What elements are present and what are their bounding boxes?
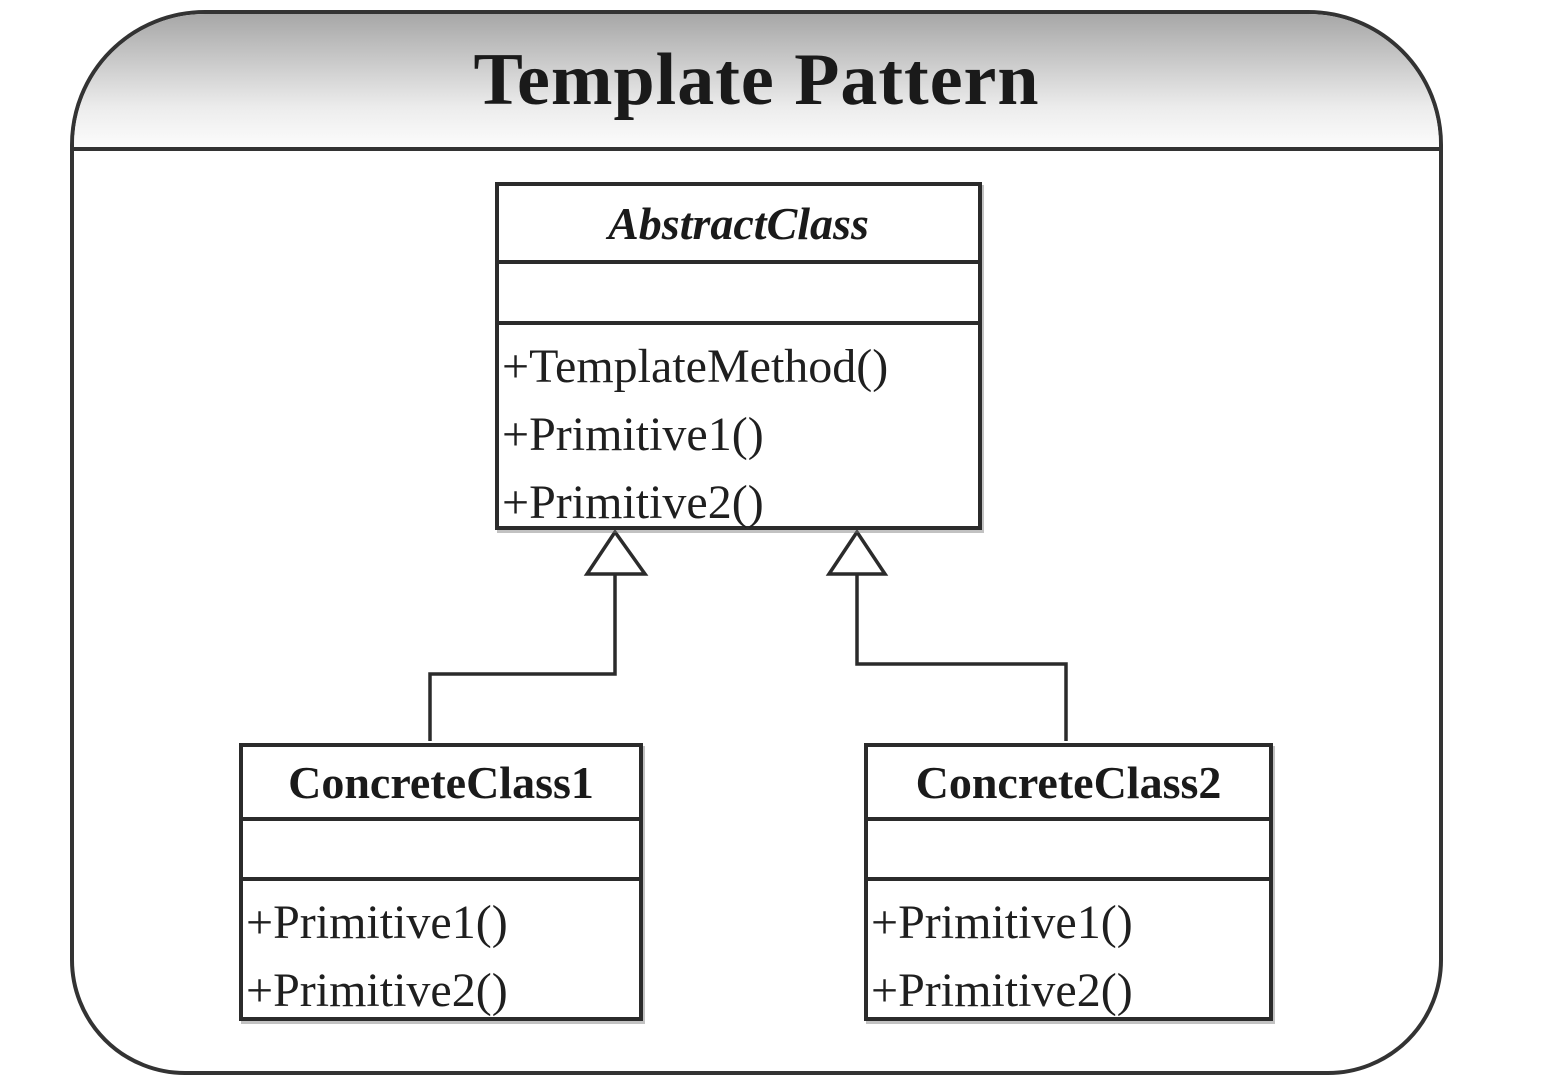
- class-box-concreteclass1: ConcreteClass1 +Primitive1() +Primitive2…: [239, 743, 643, 1021]
- class-attributes-section: [499, 264, 978, 325]
- method-item: +Primitive2(): [502, 476, 764, 529]
- class-box-abstractclass: AbstractClass +TemplateMethod() +Primiti…: [495, 182, 982, 530]
- class-name: ConcreteClass1: [243, 747, 639, 821]
- class-name: ConcreteClass2: [868, 747, 1269, 821]
- method-item: +Primitive2(): [246, 964, 508, 1017]
- method-item: +Primitive2(): [871, 964, 1133, 1017]
- method-item: +Primitive1(): [502, 408, 764, 461]
- class-name: AbstractClass: [499, 186, 978, 264]
- class-methods-section: +TemplateMethod() +Primitive1() +Primiti…: [499, 325, 978, 537]
- method-item: +Primitive1(): [246, 896, 508, 949]
- diagram-title: Template Pattern: [473, 39, 1040, 121]
- class-box-concreteclass2: ConcreteClass2 +Primitive1() +Primitive2…: [864, 743, 1273, 1021]
- pattern-header-band: Template Pattern: [74, 14, 1439, 151]
- class-methods-section: +Primitive1() +Primitive2(): [868, 881, 1269, 1025]
- class-attributes-section: [243, 821, 639, 881]
- method-item: +Primitive1(): [871, 896, 1133, 949]
- method-item: +TemplateMethod(): [502, 340, 889, 393]
- class-attributes-section: [868, 821, 1269, 881]
- class-methods-section: +Primitive1() +Primitive2(): [243, 881, 639, 1025]
